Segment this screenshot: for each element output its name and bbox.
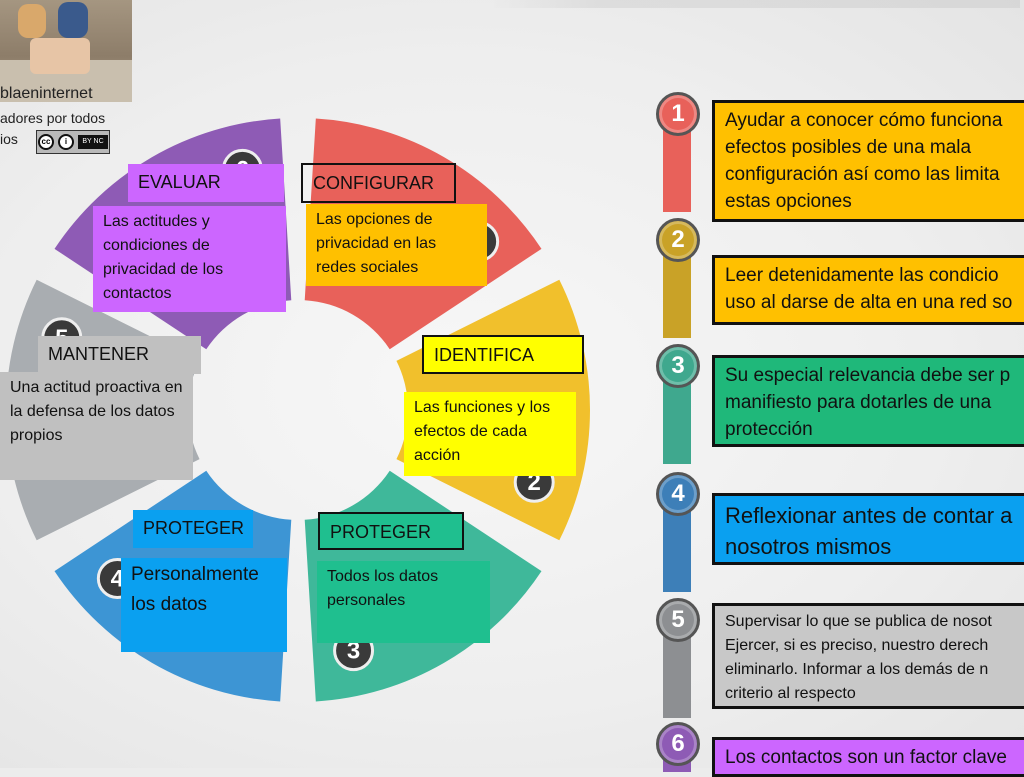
list-item-line: Los contactos son un factor clave <box>725 747 1007 768</box>
text-configurar: Las opciones de privacidad en las redes … <box>306 204 487 286</box>
list-item-line: criterio al respecto <box>725 685 856 702</box>
list-connector-3 <box>663 374 691 464</box>
text-evaluar: Las actitudes y condiciones de privacida… <box>93 206 286 312</box>
list-number-badge-3: 3 <box>656 344 700 388</box>
list-number-badge-1: 1 <box>656 92 700 136</box>
label-proteger-personal: PROTEGER <box>133 510 253 548</box>
list-connector-2 <box>663 248 691 338</box>
list-item-line: nosotros mismos <box>725 534 892 559</box>
list-item-line: Ejercer, si es preciso, nuestro derech <box>725 637 989 654</box>
list-item-line: manifiesto para dotarles de una <box>725 392 992 413</box>
list-item-line: Su especial relevancia debe ser p <box>725 365 1011 386</box>
wheel-number-3: 3 <box>347 638 360 665</box>
text-proteger-datos: Todos los datos personales <box>317 561 490 643</box>
label-configurar: CONFIGURAR <box>301 163 456 203</box>
list-item-line: Supervisar lo que se publica de nosot <box>725 613 992 630</box>
label-mantener: MANTENER <box>38 336 201 374</box>
list-item-line: Reflexionar antes de contar a <box>725 503 1013 528</box>
list-item-3: Su especial relevancia debe ser p manifie… <box>712 355 1024 447</box>
list-item-2: Leer detenidamente las condicio uso al da… <box>712 255 1024 325</box>
list-item-line: Leer detenidamente las condicio <box>725 265 999 286</box>
list-connector-1 <box>663 122 691 212</box>
source-credit-line1: blaeninternet <box>0 85 93 102</box>
label-proteger-datos: PROTEGER <box>318 512 464 550</box>
source-credit-line3: ios <box>0 131 18 147</box>
list-item-line: configuración así como las limita <box>725 164 1000 185</box>
list-item-line: uso al darse de alta en una red so <box>725 292 1013 313</box>
source-credit-line2: adores por todos <box>0 110 106 126</box>
list-item-line: efectos posibles de una mala <box>725 137 972 158</box>
list-number-badge-2: 2 <box>656 218 700 262</box>
children-photo <box>0 0 132 102</box>
text-identifica: Las funciones y los efectos de cada acci… <box>404 392 576 476</box>
list-item-line: estas opciones <box>725 191 852 212</box>
list-item-1: Ayudar a conocer cómo funciona efectos po… <box>712 100 1024 222</box>
text-proteger-personal: Personalmente los datos <box>121 558 287 652</box>
label-identifica: IDENTIFICA <box>422 335 584 374</box>
list-item-line: protección <box>725 419 813 440</box>
list-item-line: Ayudar a conocer cómo funciona <box>725 110 1003 131</box>
list-connector-4 <box>663 502 691 592</box>
title-shadow <box>490 0 1020 8</box>
list-number-badge-4: 4 <box>656 472 700 516</box>
list-connector-5 <box>663 628 691 718</box>
list-number-badge-6: 6 <box>656 722 700 766</box>
text-mantener: Una actitud proactiva en la defensa de l… <box>0 372 193 480</box>
list-number-badge-5: 5 <box>656 598 700 642</box>
label-evaluar: EVALUAR <box>128 164 284 202</box>
list-item-line: eliminarlo. Informar a los demás de n <box>725 661 989 678</box>
list-item-6: Los contactos son un factor clave <box>712 737 1024 777</box>
list-item-4: Reflexionar antes de contar a nosotros mi… <box>712 493 1024 565</box>
